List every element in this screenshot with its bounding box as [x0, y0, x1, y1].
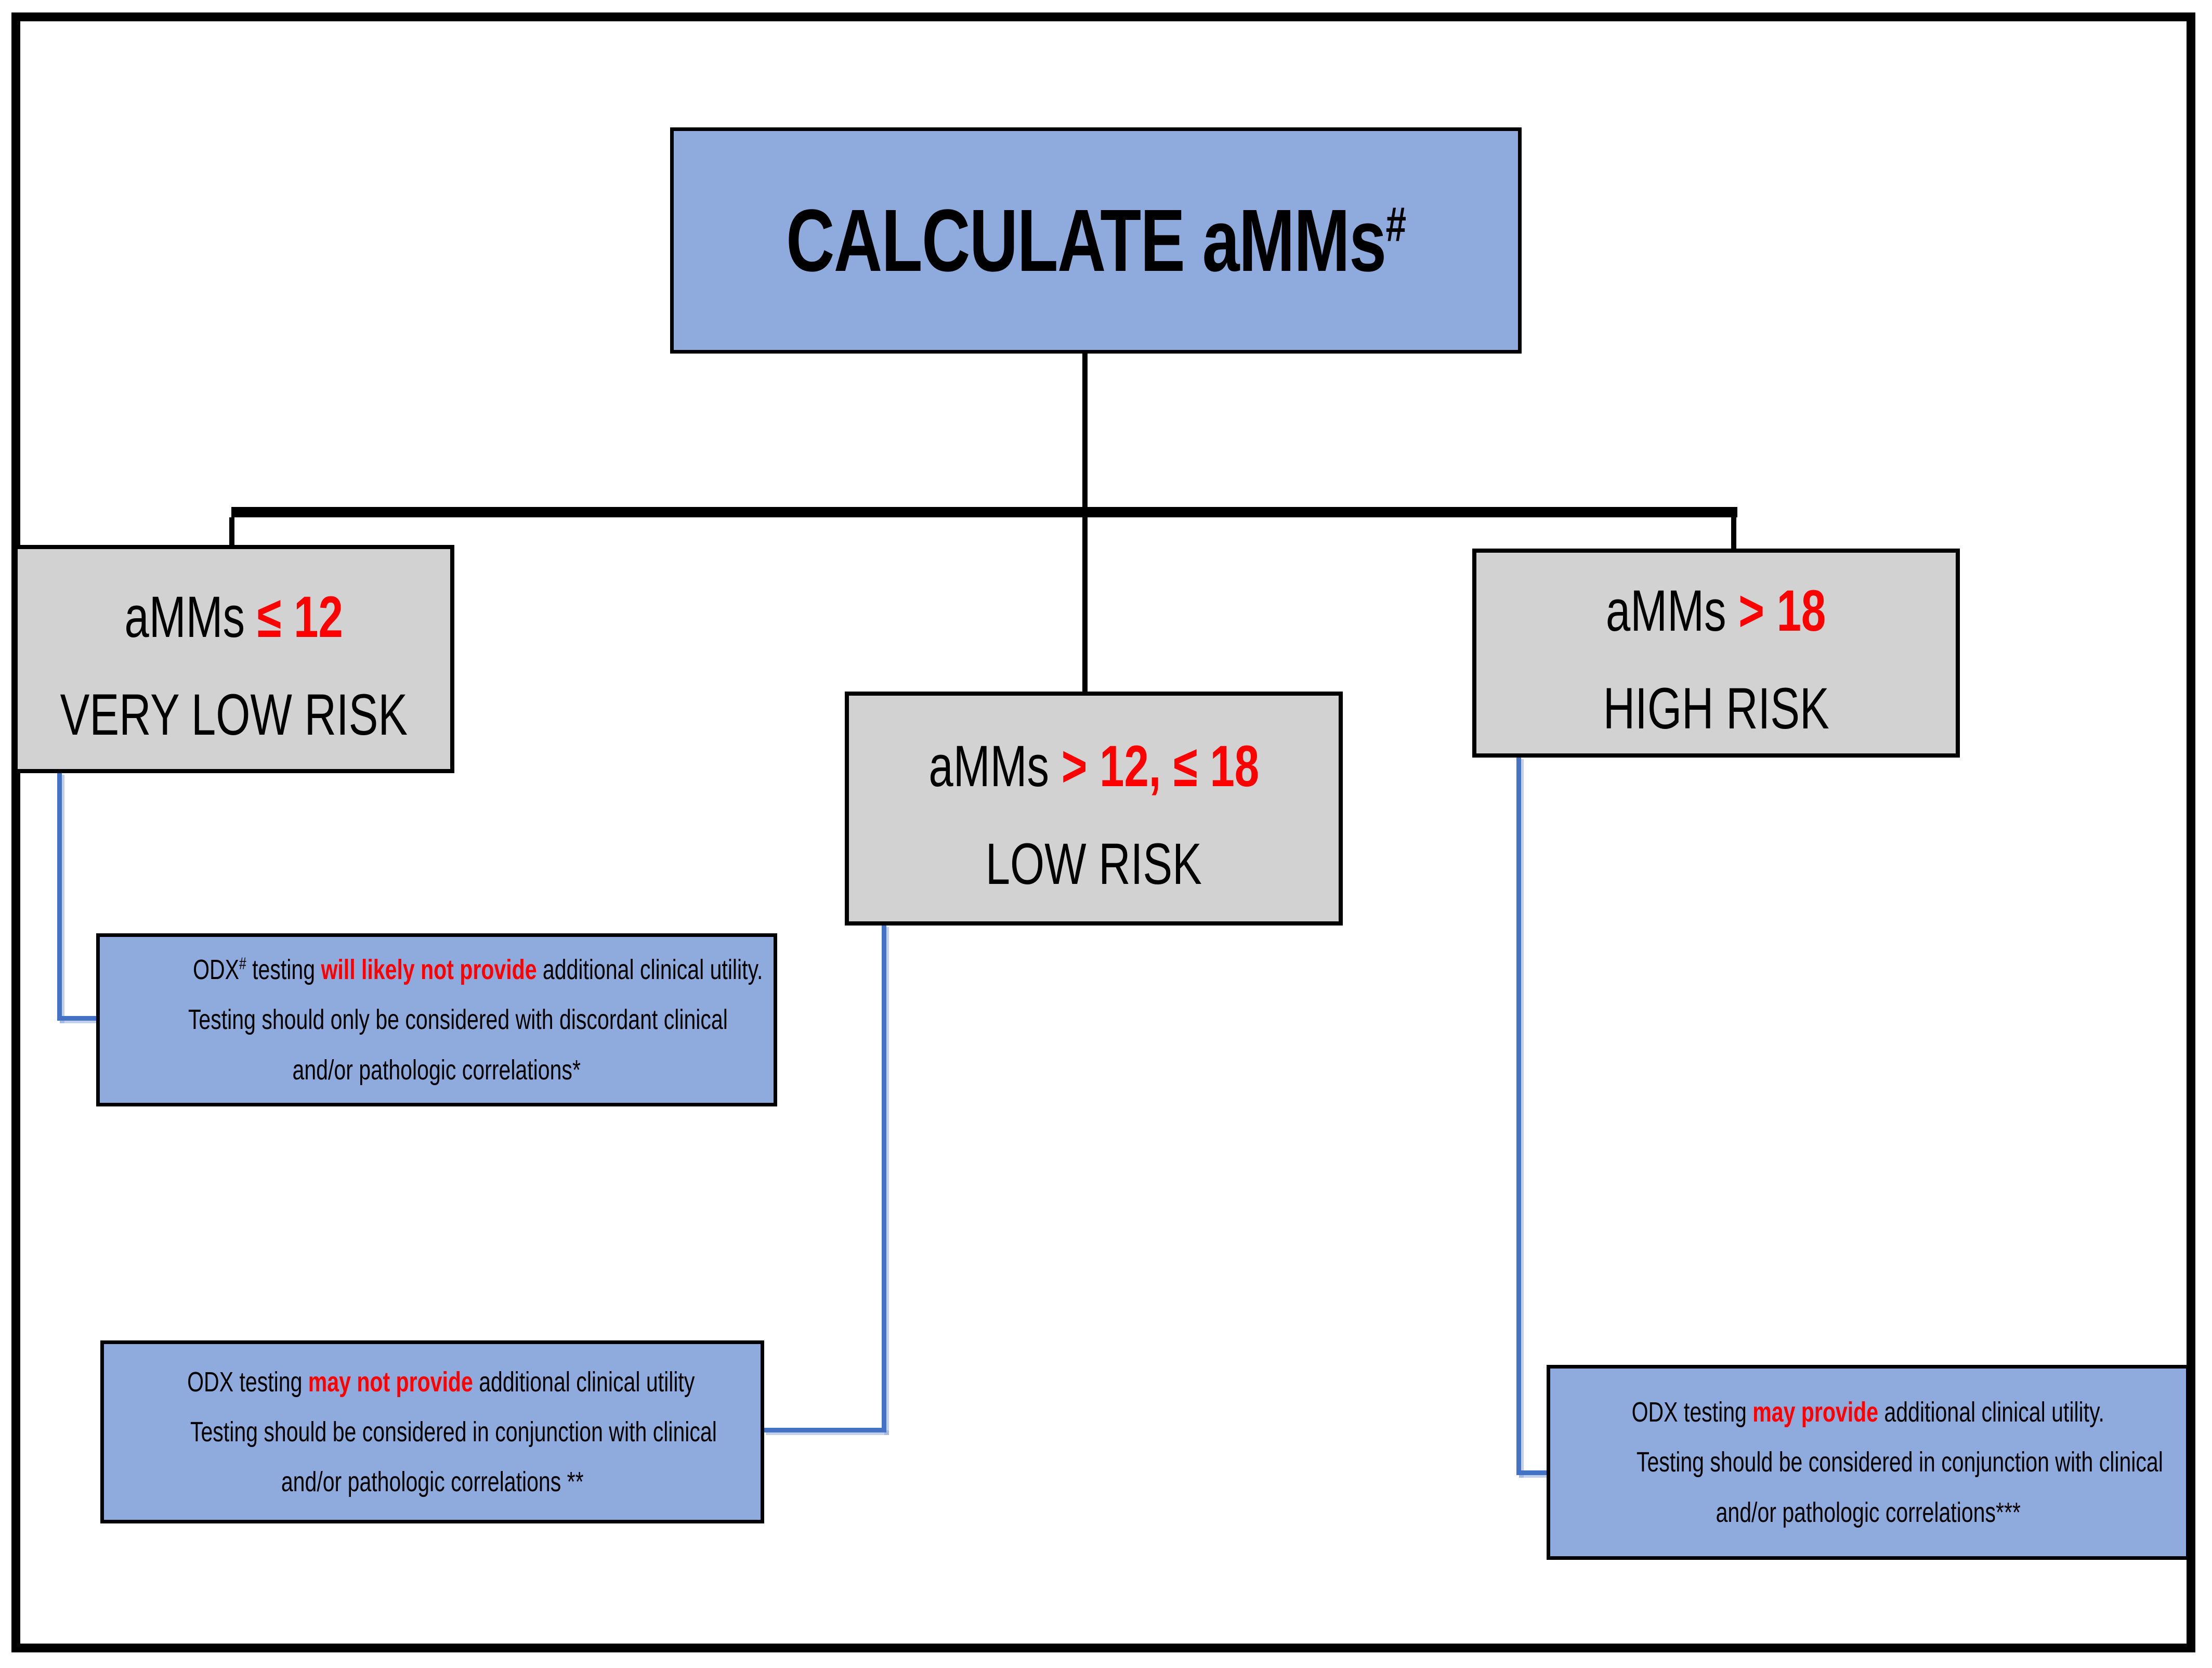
note-line-2: Testing should be considered in conjunct… — [1636, 1447, 2163, 1478]
note-very-low-risk: ODX# testing will likely not provide add… — [96, 933, 777, 1106]
connector-high-vertical — [1516, 757, 1521, 1475]
note-line-2: Testing should only be considered with d… — [188, 1004, 728, 1036]
risk-node-low: aMMs > 12, ≤ 18 LOW RISK — [845, 692, 1343, 926]
note-emphasis: may not provide — [308, 1366, 473, 1398]
note-emphasis: will likely not provide — [321, 954, 537, 986]
risk-condition: aMMs > 12, ≤ 18 — [928, 734, 1259, 799]
risk-threshold: > 18 — [1738, 578, 1826, 644]
risk-node-very-low: aMMs ≤ 12 VERY LOW RISK — [14, 545, 454, 773]
connector-high-horizontal — [1516, 1470, 1549, 1475]
connector-verylow-vertical — [57, 772, 62, 1021]
connector-low-vertical — [882, 924, 886, 1432]
connector-drop-middle — [1082, 517, 1088, 694]
note-low-risk: ODX testing may not provide additional c… — [100, 1340, 764, 1523]
note-line-3: and/or pathologic correlations* — [292, 1054, 581, 1086]
note-emphasis: may provide — [1752, 1397, 1879, 1428]
note-line-1: ODX# testing will likely not provide add… — [193, 954, 763, 986]
risk-condition: aMMs ≤ 12 — [124, 584, 344, 649]
note-line-1: ODX testing may not provide additional c… — [187, 1366, 695, 1398]
note-line-3: and/or pathologic correlations*** — [1716, 1496, 2021, 1528]
odx-superscript: # — [239, 954, 246, 973]
note-line-2: Testing should be considered in conjunct… — [190, 1416, 717, 1448]
title-text: CALCULATE aMMs# — [786, 191, 1407, 290]
connector-drop-right — [1731, 517, 1736, 551]
note-line-3: and/or pathologic correlations ** — [281, 1466, 584, 1498]
risk-threshold: > 12, ≤ 18 — [1061, 734, 1259, 799]
note-line-1: ODX testing may provide additional clini… — [1631, 1397, 2105, 1428]
title-superscript: # — [1385, 196, 1407, 251]
risk-label: HIGH RISK — [1603, 676, 1829, 741]
connector-verylow-horizontal — [57, 1016, 99, 1021]
risk-threshold: ≤ 12 — [257, 584, 344, 649]
note-high-risk: ODX testing may provide additional clini… — [1547, 1365, 2190, 1560]
outer-border — [11, 12, 2195, 1652]
risk-label: VERY LOW RISK — [60, 682, 408, 747]
risk-condition: aMMs > 18 — [1606, 578, 1826, 644]
title-node: CALCULATE aMMs# — [670, 127, 1522, 354]
connector-title-stem — [1082, 351, 1088, 511]
risk-label: LOW RISK — [985, 831, 1202, 896]
connector-drop-left — [229, 517, 234, 548]
connector-low-horizontal — [763, 1428, 886, 1432]
risk-node-high: aMMs > 18 HIGH RISK — [1472, 549, 1960, 758]
connector-branch-bar — [231, 507, 1737, 517]
